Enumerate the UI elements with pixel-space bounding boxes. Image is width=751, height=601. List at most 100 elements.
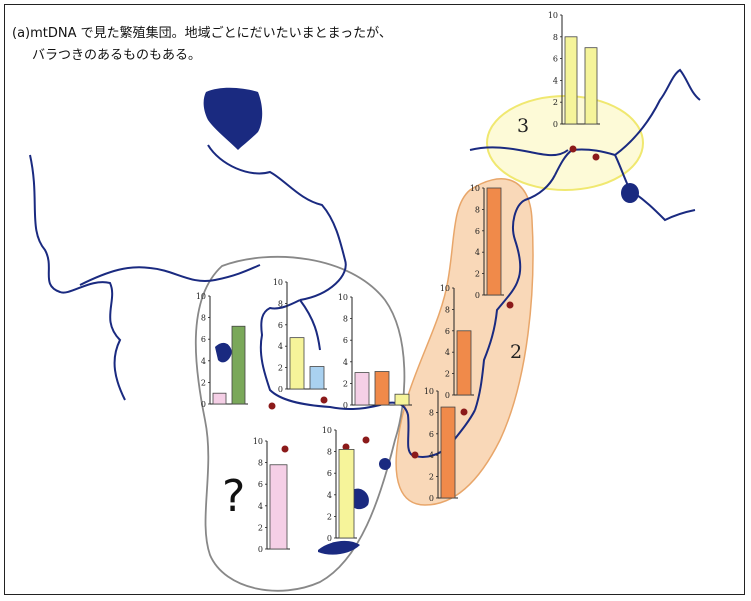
bar-chart-9: 0 2 4 6 8 10 [322,426,357,543]
region-2-label: 2 [510,341,522,363]
bar [269,464,288,550]
y-tick-label: 2 [258,523,263,532]
y-tick-label: 0 [327,534,332,543]
y-tick-label: 10 [424,387,434,396]
y-tick-label: 6 [278,321,283,330]
site-10 [281,445,289,453]
caption-line-2: バラつきのあるものもある。 [32,48,202,63]
bar-chart-7: 0 2 4 6 8 10 [338,293,412,410]
site-6 [362,436,370,444]
y-tick-label: 2 [327,512,332,521]
bar [309,366,325,390]
y-tick-label: 8 [258,459,263,468]
site-2 [592,153,600,161]
bar [231,325,246,405]
bar [374,371,390,406]
bar [212,392,227,405]
bar [289,337,305,390]
y-tick-label: 10 [548,11,558,20]
bar [394,393,410,406]
y-tick-label: 10 [196,292,206,301]
y-tick-label: 10 [253,437,263,446]
y-tick-label: 0 [445,391,450,400]
y-tick-label: 2 [343,379,348,388]
bar [486,187,502,296]
y-tick-label: 4 [258,502,263,511]
y-tick-label: 0 [553,120,558,129]
y-tick-label: 0 [278,385,283,394]
bar-chart-4: 0 2 4 6 8 10 [424,387,458,503]
y-tick-label: 8 [429,408,434,417]
lake-small-c [318,540,360,555]
bar [354,372,370,406]
y-tick-label: 10 [338,293,348,302]
sampling-sites [268,145,600,459]
y-tick-label: 4 [201,357,206,366]
site-1 [569,145,577,153]
y-tick-label: 0 [201,400,206,409]
y-tick-label: 6 [201,335,206,344]
y-tick-label: 6 [475,227,480,236]
y-tick-label: 8 [445,305,450,314]
bar [338,449,355,539]
river-network [29,68,701,458]
lake-large [203,87,263,150]
y-tick-label: 6 [429,430,434,439]
y-tick-label: 4 [475,248,480,257]
figure-frame [4,4,745,595]
y-tick-label: 8 [475,205,480,214]
region-unknown-area [194,255,406,592]
lake-small-b [350,488,369,510]
y-tick-label: 8 [343,315,348,324]
site-3 [506,301,514,309]
y-tick-label: 4 [445,348,450,357]
y-tick-label: 6 [343,336,348,345]
y-tick-label: 2 [553,98,558,107]
y-tick-label: 6 [258,480,263,489]
bar-chart-3: 0 2 4 6 8 10 [440,284,474,400]
y-tick-label: 4 [343,358,348,367]
bar [440,406,456,499]
bar [456,330,472,396]
y-tick-label: 0 [475,291,480,300]
y-tick-label: 0 [429,494,434,503]
site-4 [460,408,468,416]
site-9 [320,396,328,404]
y-tick-label: 8 [278,299,283,308]
y-tick-label: 4 [553,76,558,85]
y-tick-label: 4 [327,491,332,500]
y-tick-label: 2 [429,473,434,482]
site-8 [268,402,276,410]
site-5 [411,451,419,459]
y-tick-label: 6 [445,327,450,336]
site-7 [342,443,350,451]
region-unknown-label: ? [222,471,245,522]
lake-river-mid [379,458,391,470]
y-tick-label: 4 [278,342,283,351]
y-tick-label: 10 [440,284,450,293]
y-tick-label: 10 [470,184,480,193]
y-tick-label: 8 [201,314,206,323]
region-3-label: 3 [517,115,529,137]
y-tick-label: 2 [475,270,480,279]
y-tick-label: 6 [327,469,332,478]
caption-line-1: (a)mtDNA で見た繁殖集団。地域ごとにだいたいまとまったが、 [12,26,392,41]
bar-chart-2: 0 2 4 6 8 10 [470,184,504,300]
lake-small-a [215,342,232,363]
y-tick-label: 0 [343,401,348,410]
bar-charts: 0 2 4 6 8 10 0 2 4 6 8 10 0 2 4 6 8 10 0 2 4 6 8 10 0 2 4 6 8 10 0 2 4 6 8… [196,11,600,554]
y-tick-label: 4 [429,451,434,460]
y-tick-label: 10 [322,426,332,435]
lakes [203,87,639,555]
y-tick-label: 2 [445,370,450,379]
bar [584,47,598,125]
y-tick-label: 8 [327,448,332,457]
y-tick-label: 10 [273,278,283,287]
y-tick-label: 8 [553,33,558,42]
lake-east [621,183,639,203]
